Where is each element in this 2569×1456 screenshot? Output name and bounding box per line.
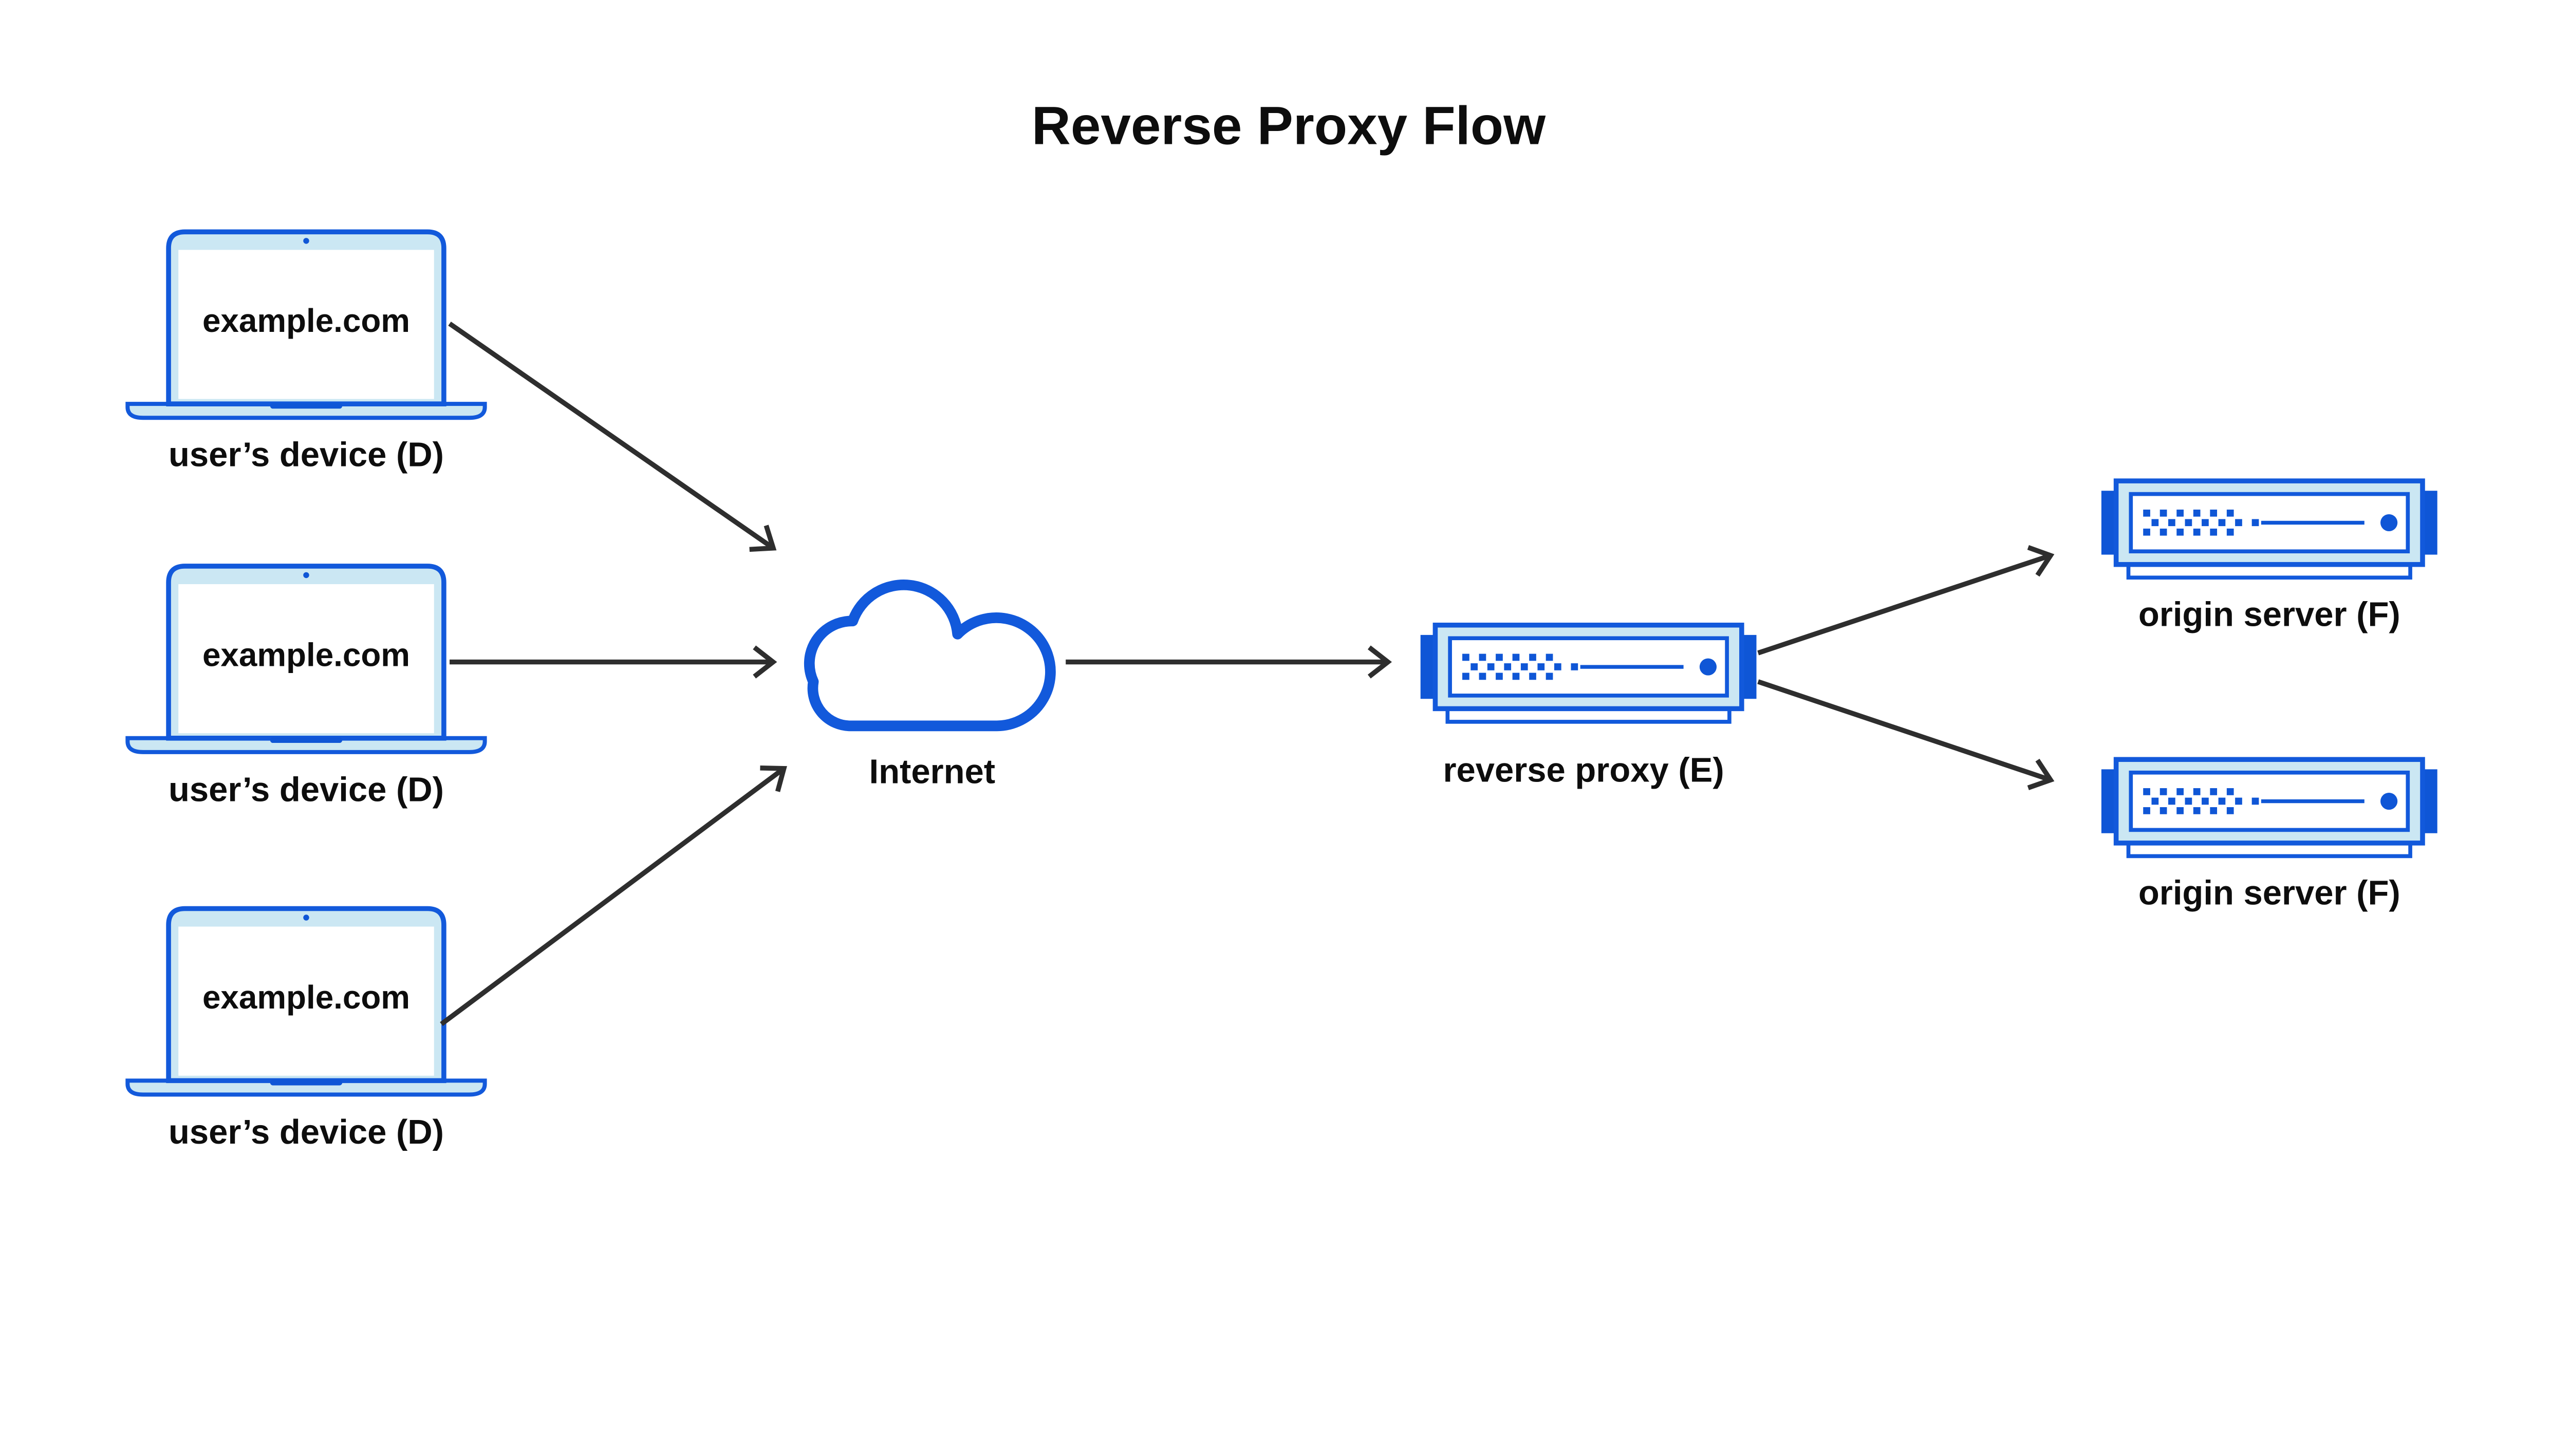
device-3-screen-text: example.com (202, 979, 410, 1016)
device-1-screen-text: example.com (202, 302, 410, 339)
device-2-screen-text: example.com (202, 636, 410, 673)
diagram-title: Reverse Proxy Flow (1032, 96, 1546, 156)
arrowhead-icon (2027, 545, 2055, 577)
arrowhead-icon (760, 766, 787, 792)
arrow-device3-to-internet (440, 766, 787, 1026)
origin-server-2-icon (2101, 759, 2437, 856)
reverse-proxy-flow-diagram: Reverse Proxy Flow example.com user’s de… (125, 96, 2440, 1152)
reverse-proxy-label: reverse proxy (E) (1443, 751, 1724, 789)
reverse-proxy-node: reverse proxy (E) (1421, 625, 1757, 789)
arrowhead-icon (1367, 645, 1392, 679)
arrowhead-icon (749, 525, 777, 552)
arrow-device1-to-internet (448, 321, 777, 552)
device-1-label: user’s device (D) (169, 435, 444, 474)
arrow-internet-to-proxy (1066, 645, 1392, 679)
origin-server-1-icon (2101, 481, 2437, 577)
reverse-proxy-icon (1421, 625, 1757, 722)
flow-arrows (440, 321, 2055, 1026)
device-2-label: user’s device (D) (169, 771, 444, 809)
device-3-label: user’s device (D) (169, 1113, 444, 1151)
origin-server-2-label: origin server (F) (2138, 874, 2400, 912)
user-device-2: example.com user’s device (D) (127, 566, 485, 809)
arrow-proxy-to-origin2 (1757, 679, 2055, 790)
arrowhead-icon (753, 645, 777, 679)
origin-server-2: origin server (F) (2101, 759, 2437, 912)
user-device-1: example.com user’s device (D) (127, 232, 485, 474)
diagram-canvas: Reverse Proxy Flow example.com user’s de… (125, 96, 2440, 1152)
cloud-icon (804, 580, 1056, 732)
user-device-3: example.com user’s device (D) (127, 908, 485, 1151)
arrowhead-icon (2027, 758, 2055, 790)
origin-server-1: origin server (F) (2101, 481, 2437, 633)
origin-server-1-label: origin server (F) (2138, 595, 2400, 633)
arrow-device2-to-internet (450, 645, 777, 679)
internet-node: Internet (804, 580, 1056, 791)
arrow-proxy-to-origin1 (1757, 545, 2055, 656)
internet-label: Internet (869, 753, 996, 791)
